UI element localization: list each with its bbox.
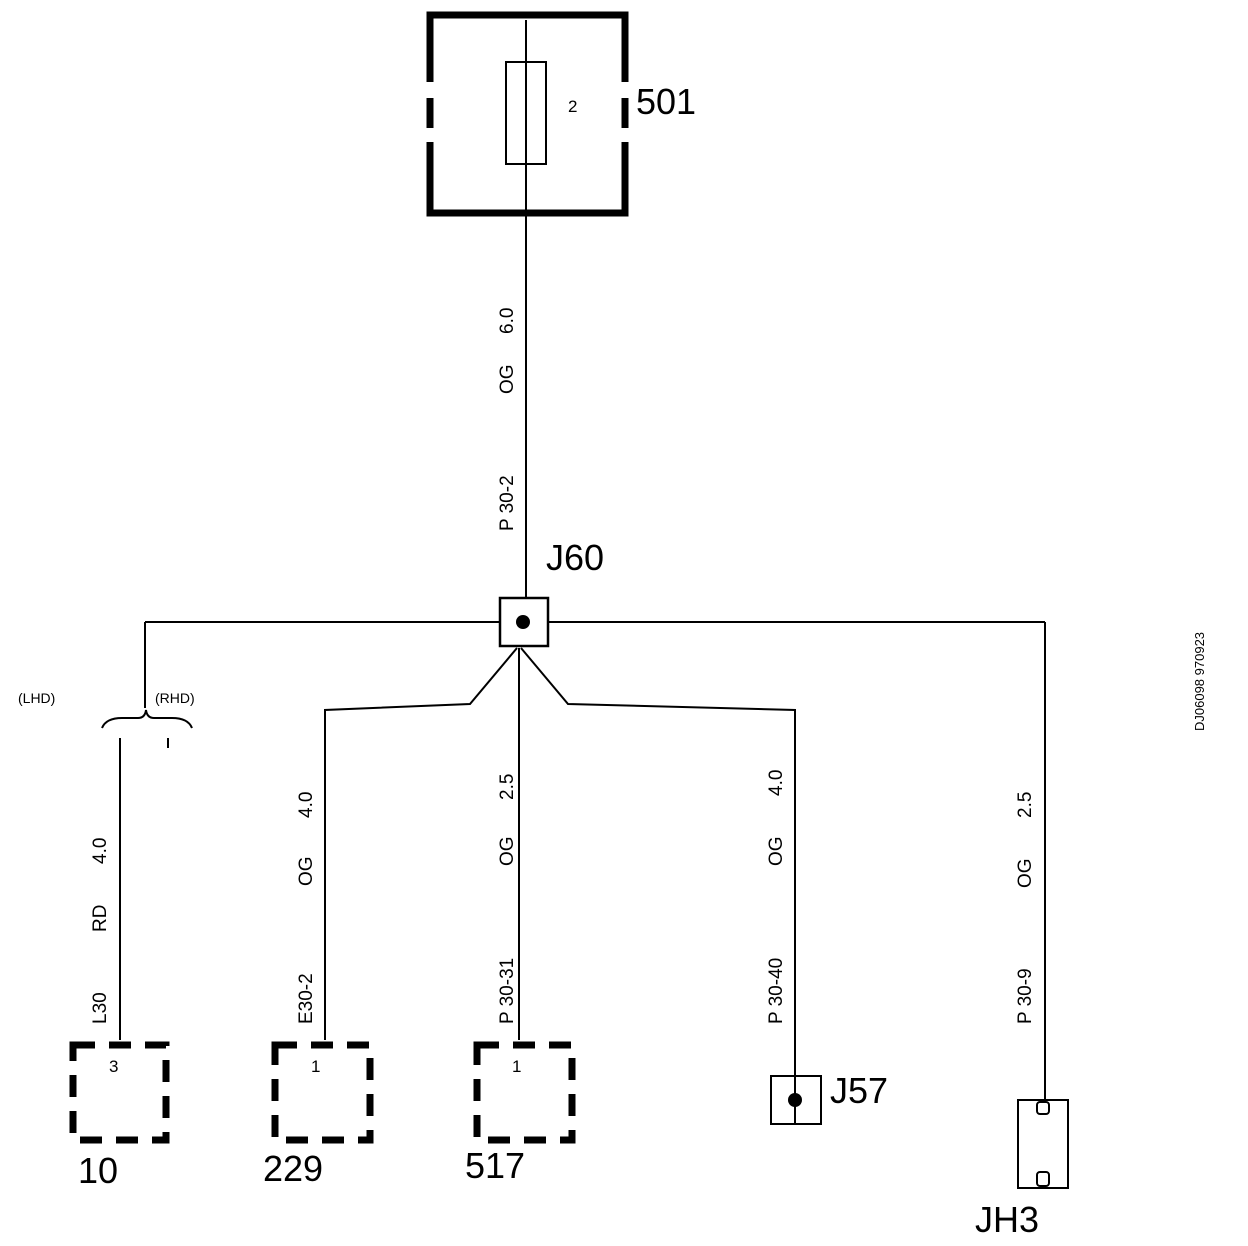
drawing-code: DJ06098 970923: [1192, 632, 1207, 731]
branch-229-size: 4.0: [296, 792, 317, 818]
connector-229-frame: [271, 1041, 374, 1144]
fuse-number: 2: [568, 97, 577, 116]
branch-10-size: 4.0: [90, 838, 111, 864]
branch-j57-circuit: P 30-40: [766, 958, 787, 1024]
connector-517-label: 517: [465, 1145, 525, 1186]
splice-j57: [770, 1075, 822, 1125]
branch-jh3-color: OG: [1015, 858, 1036, 888]
main-wire-circuit: P 30-2: [497, 475, 518, 531]
branch-10-circuit: L30: [90, 992, 111, 1024]
jh3-top-terminal: [1036, 1101, 1050, 1115]
splice-j60-dot: [516, 615, 530, 629]
connector-517-frame: [473, 1041, 576, 1144]
wire-branch-J57: [520, 647, 796, 1098]
wires: [101, 20, 1046, 1100]
fuse-box-frame: [426, 11, 629, 217]
connector-10-label: 10: [78, 1150, 118, 1191]
fuse-box-gap-left: [424, 82, 436, 98]
connector-229-label: 229: [263, 1148, 323, 1189]
connector-10-frame: [69, 1041, 170, 1144]
connector-229-pin: 1: [311, 1057, 320, 1076]
branch-jh3-circuit: P 30-9: [1015, 968, 1036, 1024]
splice-label-j60: J60: [546, 537, 604, 578]
branch-jh3-size: 2.5: [1015, 792, 1036, 818]
branch-517-color: OG: [497, 836, 518, 866]
splice-j57-dot: [788, 1093, 802, 1107]
branch-j57-size: 4.0: [766, 770, 787, 796]
branch-517-circuit: P 30-31: [497, 958, 518, 1024]
component-jh3: [1017, 1099, 1069, 1189]
main-wire-color: OG: [497, 364, 518, 394]
fuse-box-501: [424, 11, 631, 217]
connector-10-pin: 3: [109, 1057, 118, 1076]
connectors: [69, 1041, 576, 1144]
wire-branch-229: [324, 647, 518, 1040]
fuse-box-gap-right-2: [619, 128, 631, 142]
fuse-box-gap-right: [619, 82, 631, 98]
branch-j57-color: OG: [766, 836, 787, 866]
jh3-bottom-terminal: [1036, 1171, 1050, 1187]
rhd-label: (RHD): [155, 690, 195, 706]
branch-229-color: OG: [296, 856, 317, 886]
fuse-box-gap-left-2: [424, 128, 436, 142]
branch-229-circuit: E30-2: [296, 973, 317, 1024]
lhd-label: (LHD): [18, 690, 55, 706]
main-wire-size: 6.0: [497, 308, 518, 334]
splice-j60: [498, 596, 550, 648]
fuse-box-label: 501: [636, 81, 696, 122]
variant-brace: [101, 709, 193, 729]
branch-10-color: RD: [90, 905, 111, 932]
connector-517-pin: 1: [512, 1057, 521, 1076]
branch-517-size: 2.5: [497, 774, 518, 800]
splice-label-j57: J57: [830, 1070, 888, 1111]
component-label-jh3: JH3: [975, 1199, 1039, 1240]
